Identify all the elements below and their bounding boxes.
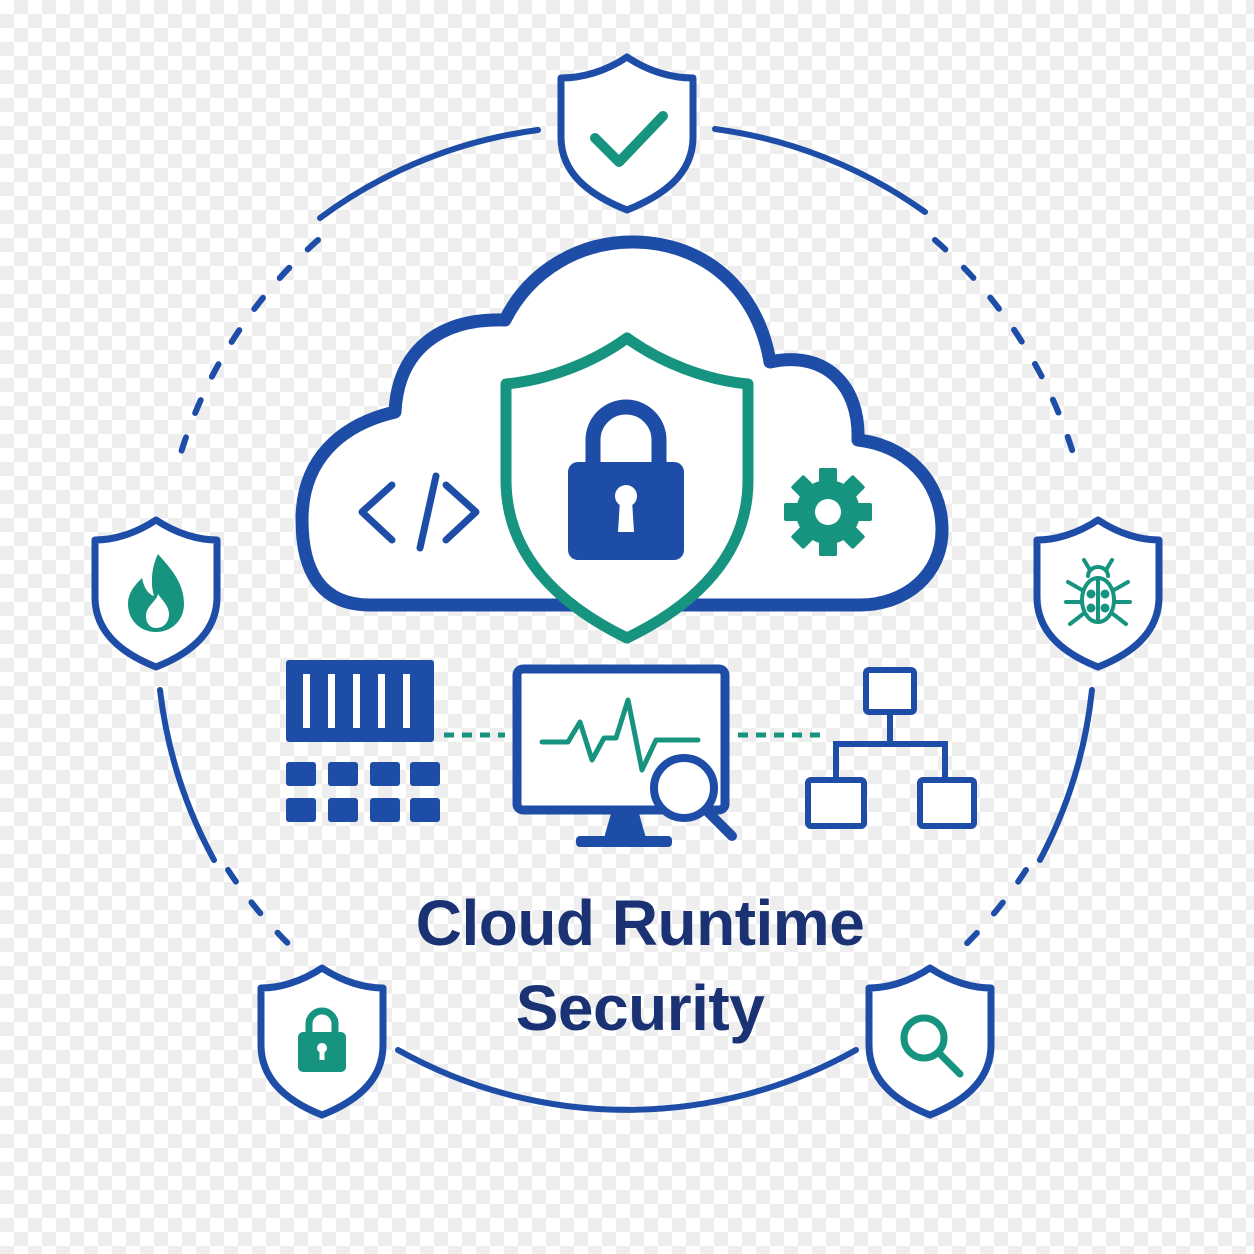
shield-check-badge <box>557 53 697 214</box>
outer-ring <box>157 126 1095 1113</box>
gear-icon <box>784 468 872 556</box>
network-tree-icon <box>805 667 977 829</box>
ring-arc-right-upper <box>932 237 1081 473</box>
shield-lock-badge <box>257 964 387 1119</box>
shield-flame-badge <box>91 516 221 671</box>
shield-search-icon <box>865 964 995 1119</box>
container-grid-icon <box>286 660 440 822</box>
shield-check-icon <box>557 53 697 214</box>
ring-arc-bottom <box>395 1047 859 1113</box>
ring-arc-right-middle <box>1037 687 1095 863</box>
magnifier-icon <box>650 754 737 841</box>
search-icon <box>900 1014 964 1078</box>
check-mark-icon <box>590 111 668 167</box>
title-line-1: Cloud Runtime <box>416 887 865 959</box>
ring-arc-right-lower <box>952 867 1029 958</box>
ring-arc-left-middle <box>157 687 217 863</box>
pulse-line-icon <box>539 697 701 773</box>
bug-icon <box>1064 558 1132 626</box>
ring-arc-left-upper <box>173 237 321 473</box>
ring-arc-top-left <box>317 127 541 221</box>
title-line-2: Security <box>516 972 765 1044</box>
ring-arc-left-lower <box>225 867 303 958</box>
small-padlock-icon <box>298 1007 346 1072</box>
padlock-icon <box>568 399 684 560</box>
shield-bug-badge <box>1033 516 1163 671</box>
code-brackets-icon <box>358 472 480 552</box>
shield-search-badge <box>865 964 995 1119</box>
flame-icon <box>128 554 184 632</box>
ring-arc-top-right <box>712 126 928 215</box>
